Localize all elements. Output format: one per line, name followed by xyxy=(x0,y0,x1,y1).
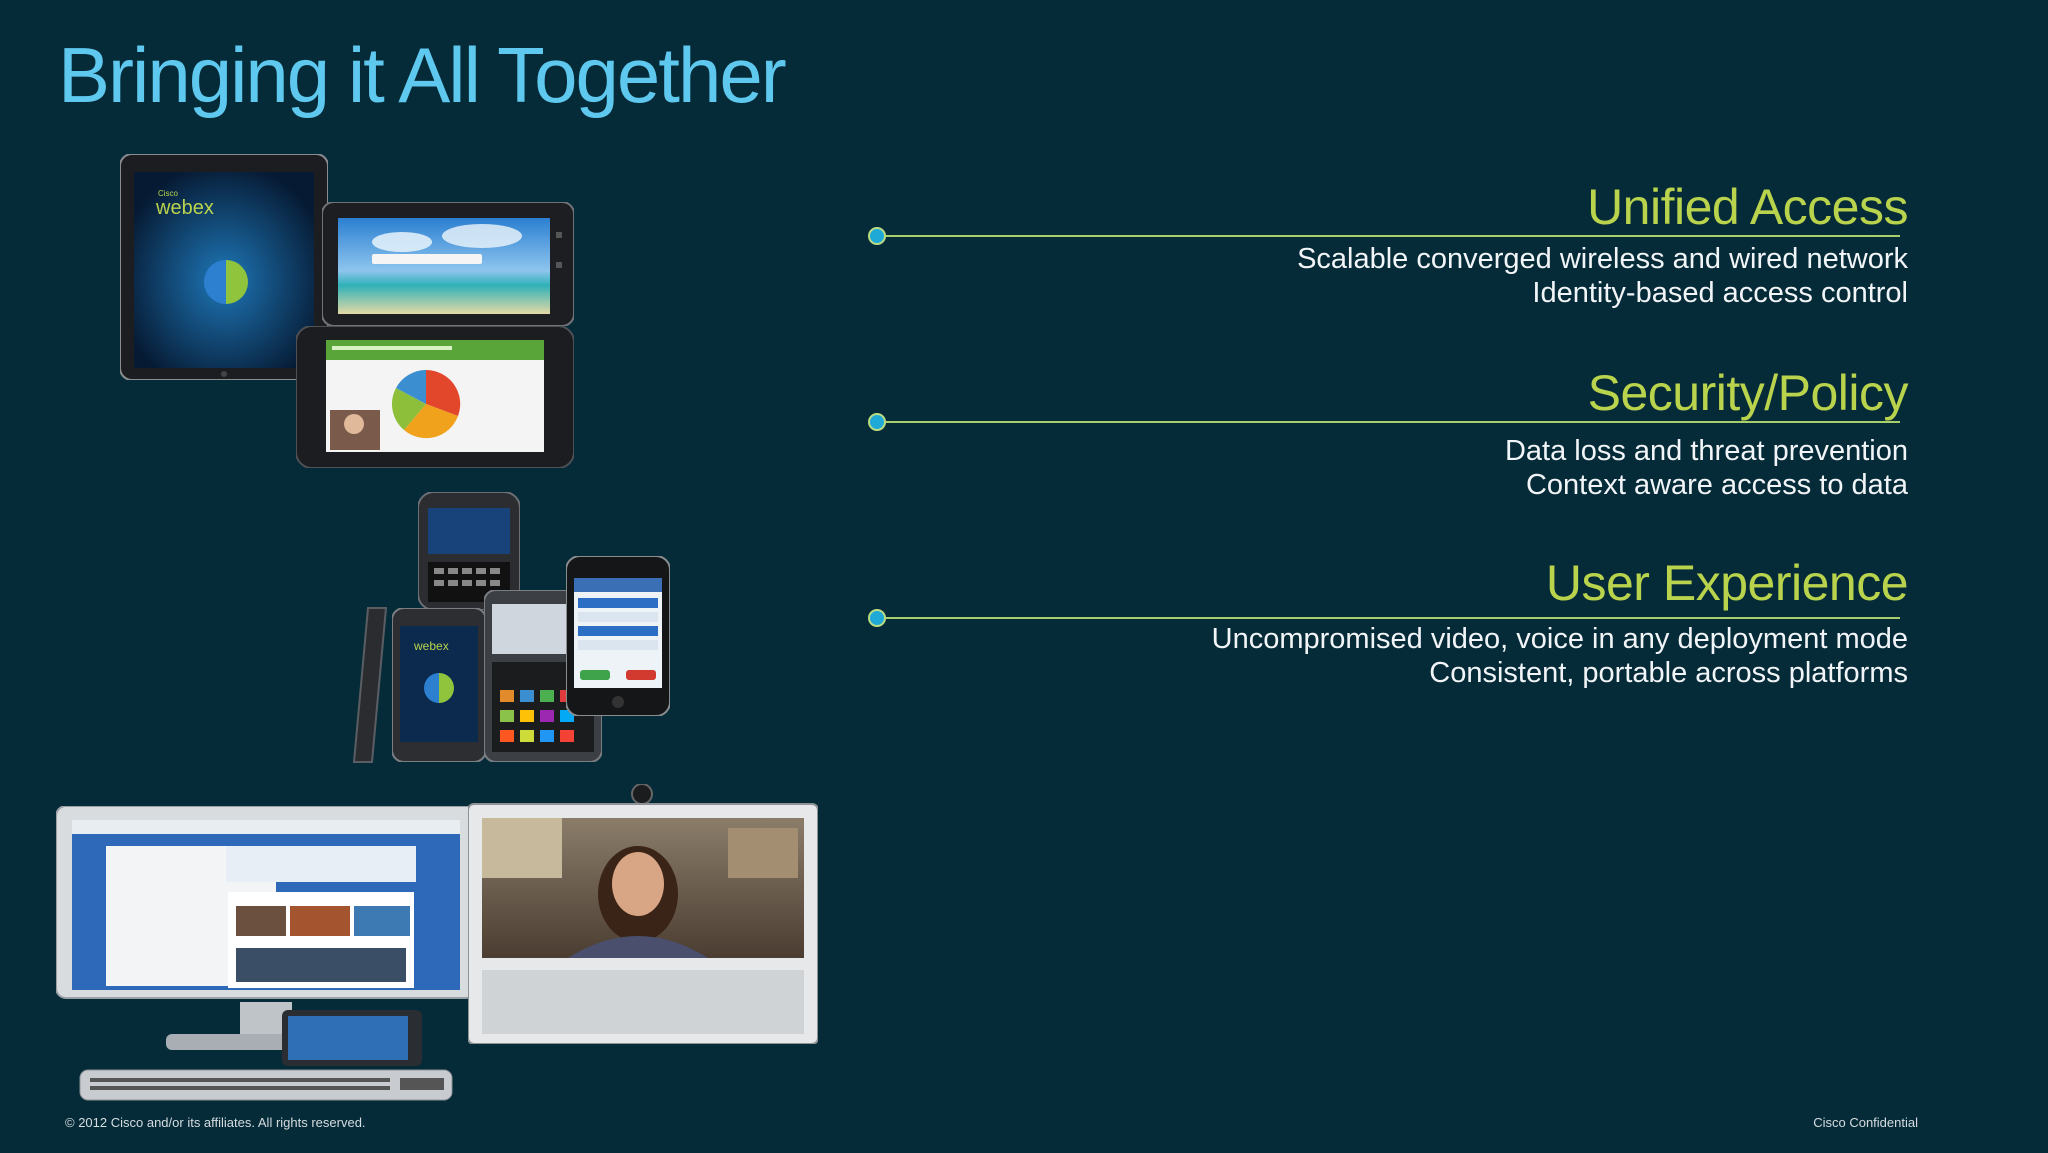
phone-iphone-image xyxy=(566,556,670,716)
tablet-webex-image: Cisco webex xyxy=(120,154,328,380)
feature-line-2: Identity-based access control xyxy=(1532,277,1908,309)
feature-line xyxy=(876,421,1900,423)
desktop-monitor-image xyxy=(56,806,476,1101)
feature-bullet-icon xyxy=(868,413,886,431)
video-endpoint-image xyxy=(468,784,818,1044)
desktop-phone-image xyxy=(282,1010,422,1066)
tablet-brand: webex xyxy=(155,197,214,219)
feature-description: Uncompromised video, voice in any deploy… xyxy=(1212,622,1908,690)
feature-line xyxy=(876,617,1900,619)
feature-heading: Unified Access xyxy=(1587,179,1908,235)
phone-webex-image: webex xyxy=(392,608,486,762)
feature-bullet-icon xyxy=(868,227,886,245)
feature-bullet-icon xyxy=(868,609,886,627)
feature-line-1: Data loss and threat prevention xyxy=(1504,435,1908,467)
feature-line-2: Context aware access to data xyxy=(1525,469,1908,501)
footer-copyright: © 2012 Cisco and/or its affiliates. All … xyxy=(65,1115,366,1130)
device-illustration: Cisco webex xyxy=(0,0,850,1110)
slide-title: Bringing it All Together xyxy=(58,31,787,119)
feature-line-1: Scalable converged wireless and wired ne… xyxy=(1297,243,1908,275)
feature-line-2: Consistent, portable across platforms xyxy=(1429,657,1908,689)
phone-keyboard-image xyxy=(418,492,520,610)
tablet-pie-chart-image xyxy=(296,326,574,468)
feature-heading: Security/Policy xyxy=(1587,365,1909,421)
feature-line-1: Uncompromised video, voice in any deploy… xyxy=(1211,623,1908,655)
tablet-beach-image xyxy=(322,202,574,326)
feature-description: Scalable converged wireless and wired ne… xyxy=(1297,242,1908,310)
feature-line xyxy=(876,235,1900,237)
footer-confidential: Cisco Confidential xyxy=(1813,1115,1918,1130)
feature-heading: User Experience xyxy=(1545,555,1909,611)
feature-user-experience: User Experience Uncompromised video, voi… xyxy=(860,554,1909,694)
phone-brand: webex xyxy=(413,639,449,653)
feature-security-policy: Security/Policy Data loss and threat pre… xyxy=(860,364,1909,504)
feature-unified-access: Unified Access Scalable converged wirele… xyxy=(860,178,1908,318)
feature-description: Data loss and threat prevention Context … xyxy=(1505,434,1908,502)
tablet-brand-small: Cisco xyxy=(158,189,179,198)
phone-side-image xyxy=(352,607,388,763)
